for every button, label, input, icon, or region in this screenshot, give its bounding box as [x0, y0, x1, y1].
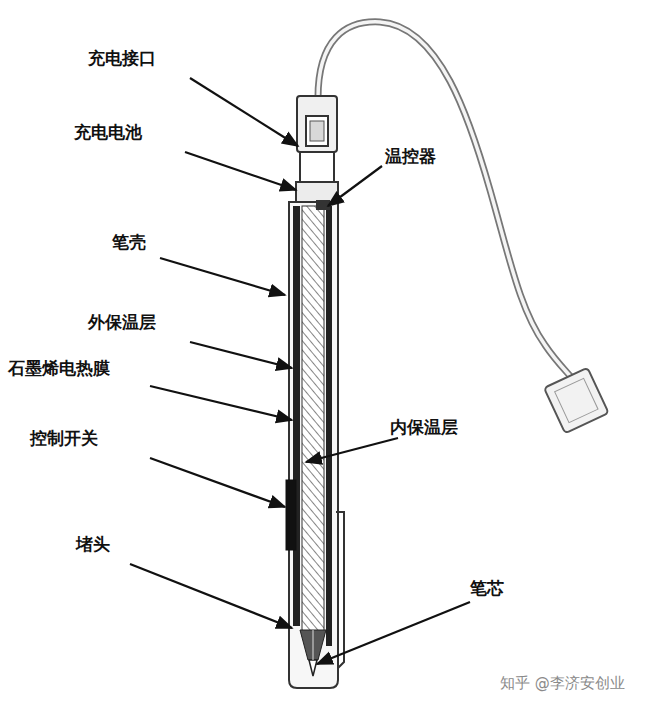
leader-lines	[130, 78, 470, 664]
part-label: 笔壳	[112, 232, 146, 252]
watermark: 知乎 @李济安创业	[500, 674, 625, 692]
part-label: 外保温层	[88, 312, 156, 332]
part-label: 石墨烯电热膜	[8, 358, 110, 378]
part-label: 充电接口	[88, 48, 156, 68]
part-label: 内保温层	[390, 417, 458, 437]
part-label: 温控器	[385, 146, 436, 166]
part-label: 堵头	[76, 534, 110, 554]
part-label: 控制开关	[30, 428, 98, 448]
part-label: 充电电池	[74, 122, 142, 142]
part-label: 笔芯	[470, 578, 504, 598]
